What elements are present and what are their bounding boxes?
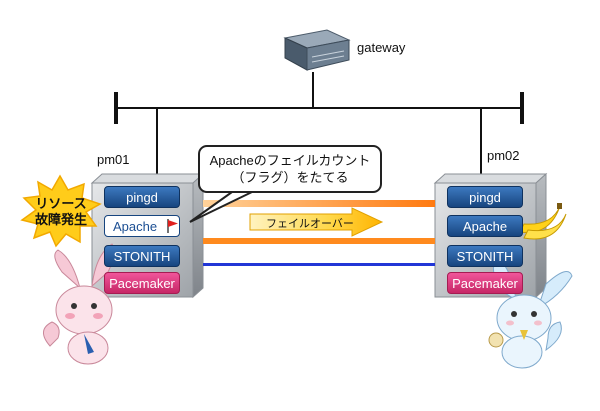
failure-label: リソース 故障発生 bbox=[34, 196, 87, 227]
pm01-apache-label: Apache bbox=[112, 219, 158, 234]
node-pm02-label: pm02 bbox=[487, 148, 520, 163]
pm01-module-pacemaker: Pacemaker bbox=[104, 272, 180, 294]
link-orange-upper bbox=[203, 200, 435, 207]
mascot-blue-icon bbox=[488, 257, 573, 369]
link-blue bbox=[203, 263, 435, 266]
pm01-module-stonith: STONITH bbox=[104, 245, 180, 267]
node-pm01-label: pm01 bbox=[97, 152, 130, 167]
mascot-pink-icon bbox=[43, 243, 115, 365]
interconnect-links bbox=[203, 200, 435, 266]
banana-icon bbox=[519, 203, 567, 240]
pm02-module-apache: Apache bbox=[447, 215, 523, 237]
network-bus bbox=[114, 72, 524, 178]
gateway-router-icon bbox=[283, 29, 351, 71]
pm01-module-pingd: pingd bbox=[104, 186, 180, 208]
pm01-module-apache: Apache bbox=[104, 215, 180, 237]
callout-text: Apacheのフェイルカウント （フラグ）をたてる bbox=[209, 153, 371, 185]
failover-arrow bbox=[249, 207, 384, 237]
failcount-callout: Apacheのフェイルカウント （フラグ）をたてる bbox=[198, 145, 382, 193]
link-orange-lower bbox=[203, 238, 435, 244]
failcount-flag-icon bbox=[167, 219, 178, 233]
pm02-module-pingd: pingd bbox=[447, 186, 523, 208]
pm02-module-pacemaker: Pacemaker bbox=[447, 272, 523, 294]
failure-burst-icon bbox=[20, 174, 102, 248]
pm02-module-stonith: STONITH bbox=[447, 245, 523, 267]
failover-label: フェイルオーバー bbox=[266, 218, 354, 230]
gateway-label: gateway bbox=[357, 40, 406, 55]
